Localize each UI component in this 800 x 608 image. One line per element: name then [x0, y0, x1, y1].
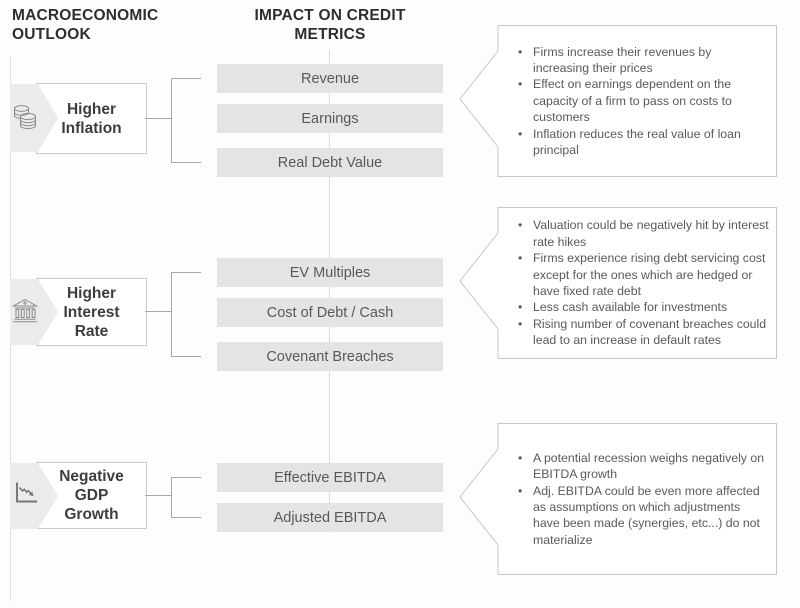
interest-callout-bullets: Valuation could be negatively hit by int… — [516, 217, 770, 348]
bullet-item: Valuation could be negatively hit by int… — [516, 217, 770, 250]
metric-bar-cost-of-debt: Cost of Debt / Cash — [217, 298, 443, 327]
connector-vertical — [171, 477, 172, 518]
metric-bar-effective-ebitda: Effective EBITDA — [217, 463, 443, 492]
declining-chart-icon — [13, 479, 40, 506]
macro-node-gdp-growth: Negative GDP Growth — [36, 462, 147, 529]
impact-credit-metrics-header: IMPACT ON CREDIT METRICS — [254, 7, 406, 43]
bullet-item: Firms increase their revenues by increas… — [516, 44, 770, 77]
bullet-item: Rising number of covenant breaches could… — [516, 316, 770, 349]
gdp-callout-bullets: A potential recession weighs negatively … — [516, 450, 770, 548]
connector-branch — [171, 272, 201, 273]
bullet-item: Firms experience rising debt servicing c… — [516, 250, 770, 299]
macro-node-label: Higher Interest Rate — [63, 284, 120, 340]
connector-branch — [171, 356, 201, 357]
macro-node-label: Negative GDP Growth — [59, 468, 124, 523]
metric-bar-adjusted-ebitda: Adjusted EBITDA — [217, 503, 443, 532]
metric-bar-ev-multiples: EV Multiples — [217, 258, 443, 287]
connector-branch — [171, 477, 201, 478]
inflation-callout: Firms increase their revenues by increas… — [458, 25, 778, 177]
connector-stub — [145, 311, 172, 312]
connector-vertical — [171, 78, 172, 163]
bank-icon — [10, 296, 40, 326]
coins-icon — [12, 102, 40, 130]
connector-branch — [171, 78, 201, 79]
metric-bar-real-debt-value: Real Debt Value — [217, 148, 443, 177]
inflation-callout-bullets: Firms increase their revenues by increas… — [516, 44, 770, 159]
macro-node-label: Higher Inflation — [61, 100, 122, 137]
metric-bar-covenant-breaches: Covenant Breaches — [217, 342, 443, 371]
interest-callout: Valuation could be negatively hit by int… — [458, 207, 778, 359]
bullet-item: Adj. EBITDA could be even more affected … — [516, 483, 770, 549]
macro-outlook-header: MACROECONOMIC OUTLOOK — [12, 7, 159, 43]
bullet-item: Inflation reduces the real value of loan… — [516, 126, 770, 159]
bullet-item: A potential recession weighs negatively … — [516, 450, 770, 483]
gdp-callout: A potential recession weighs negatively … — [458, 423, 778, 575]
metrics-spine-line — [329, 50, 330, 533]
metric-bar-earnings: Earnings — [217, 104, 443, 133]
connector-branch — [171, 517, 201, 518]
bullet-item: Less cash available for investments — [516, 299, 770, 316]
metric-bar-revenue: Revenue — [217, 64, 443, 93]
connector-vertical — [171, 272, 172, 357]
connector-stub — [145, 118, 172, 119]
connector-branch — [171, 162, 201, 163]
connector-stub — [145, 495, 172, 496]
bullet-item: Effect on earnings dependent on the capa… — [516, 76, 770, 125]
